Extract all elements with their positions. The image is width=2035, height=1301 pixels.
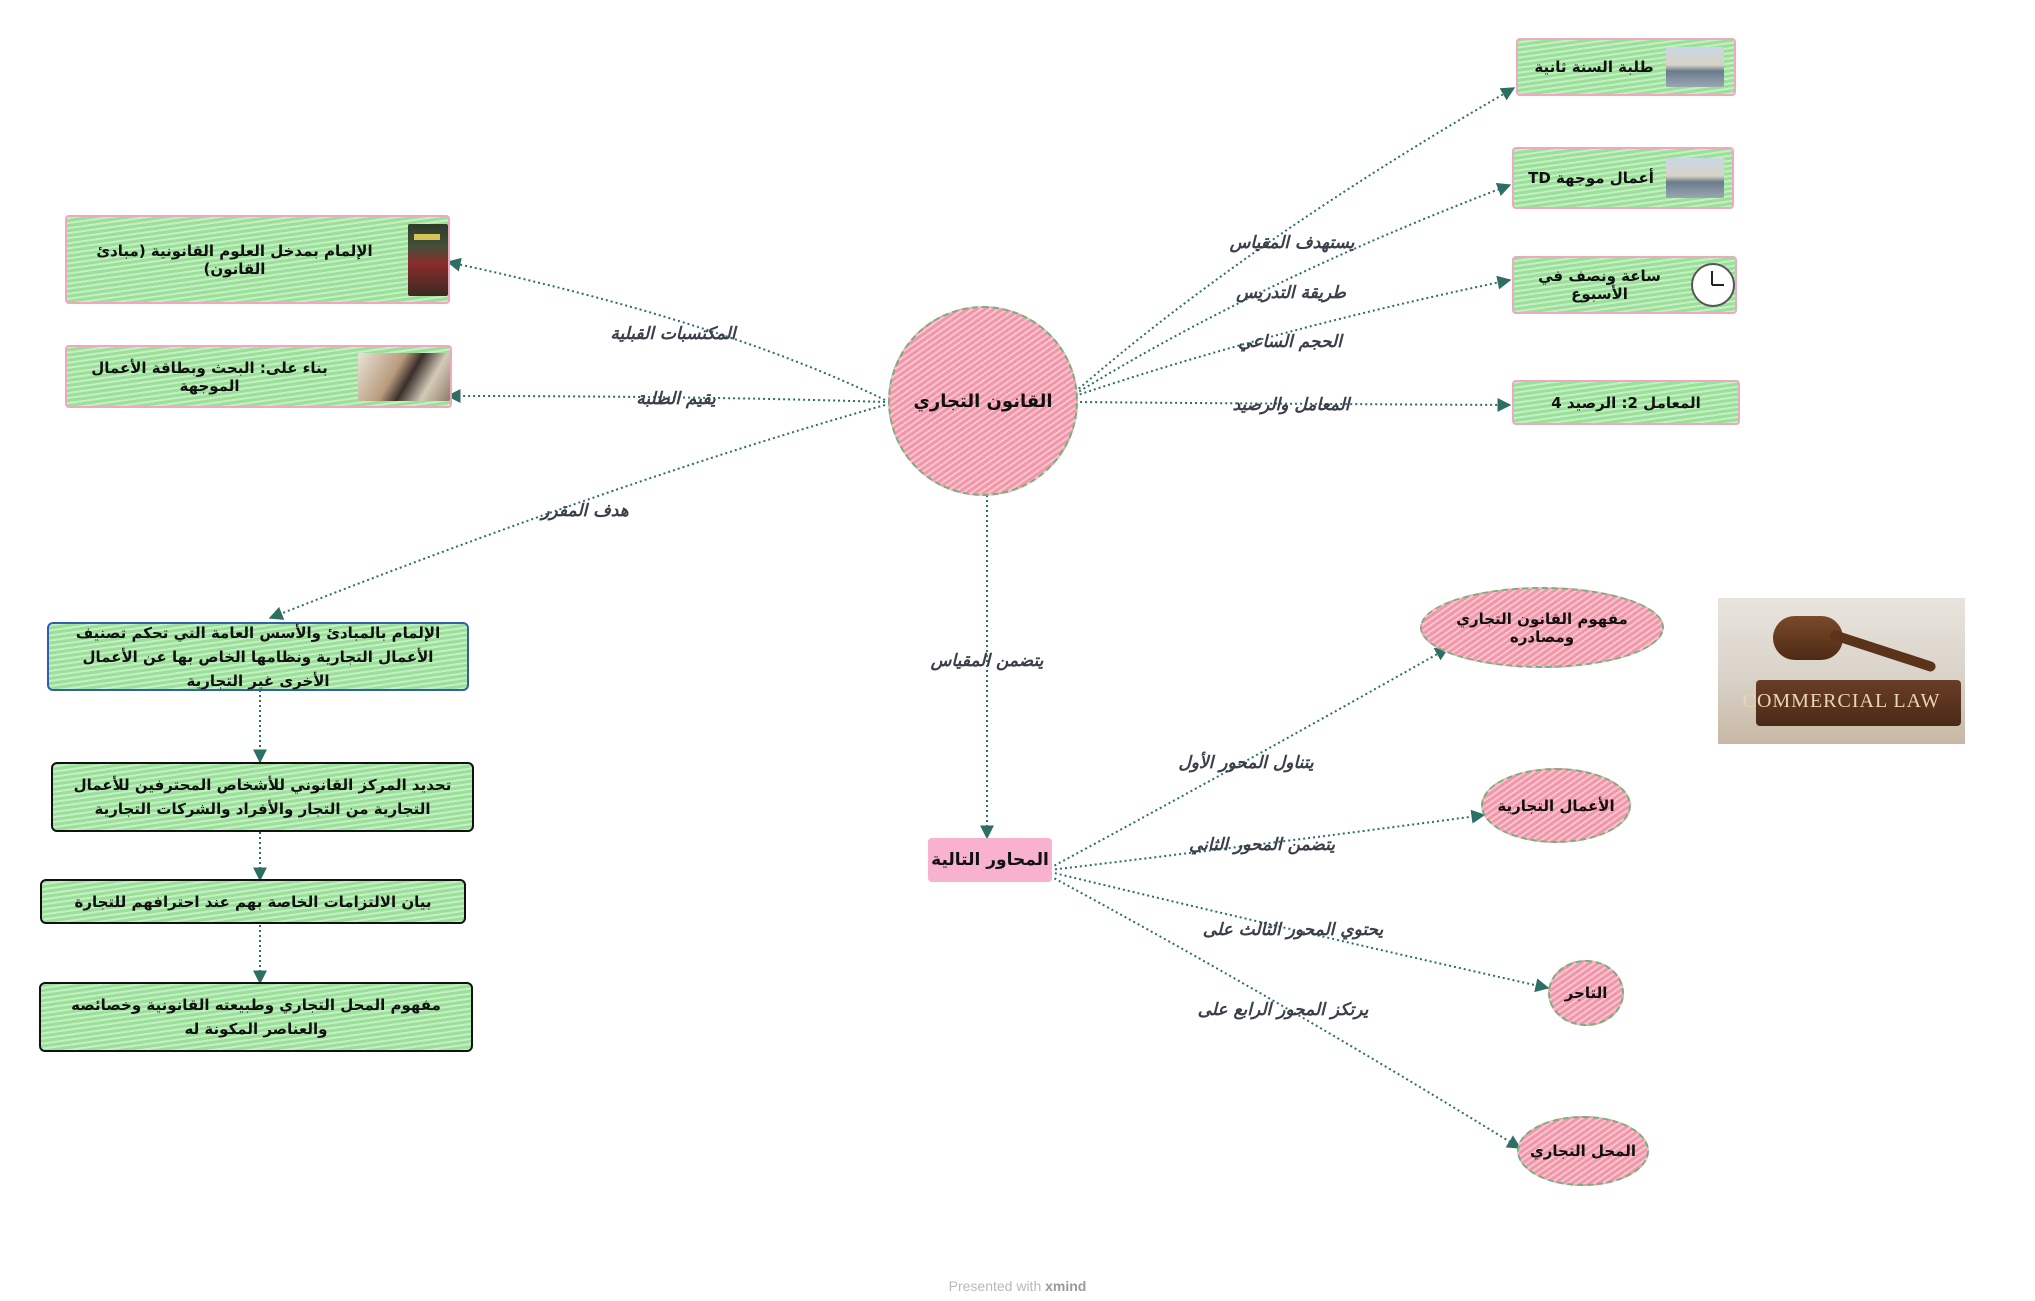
target-node-text: طلبة السنة ثانية [1534, 58, 1654, 76]
central-topic[interactable]: القانون التجاري [888, 306, 1078, 496]
hours-node[interactable]: ساعة ونصف في الأسبوع [1512, 256, 1737, 314]
link-label-axis4: يرتكز المحور الرابع على [1197, 1000, 1369, 1020]
link-label-axis2: يتضمن المحور الثاني [1188, 835, 1336, 855]
link-axis2 [1049, 809, 1486, 871]
student-photo-icon [358, 352, 450, 401]
axes-hub[interactable]: المحاور التالية [928, 838, 1052, 882]
method-node[interactable]: أعمال موجهة TD [1512, 147, 1734, 209]
link-label-goal: هدف المقرر [541, 501, 629, 521]
link-label-evaluation: يقيم الطلبة [636, 389, 716, 409]
clock-icon [1691, 263, 1735, 307]
presented-with-footer[interactable]: Presented with xmind [0, 1278, 2035, 1294]
goal-node-2-text: تحديد المركز القانوني للأشخاص المحترفين … [73, 776, 452, 818]
target-node[interactable]: طلبة السنة ثانية [1516, 38, 1736, 96]
hours-node-text: ساعة ونصف في الأسبوع [1538, 267, 1661, 303]
classroom-photo-icon [1665, 47, 1724, 87]
gavel-handle-shape [1829, 629, 1937, 673]
link-label-hours: الحجم الساعي [1238, 332, 1342, 352]
axis-node-2-text: الأعمال التجارية [1497, 796, 1615, 815]
link-prereq [446, 257, 886, 401]
axis-node-3[interactable]: التاجر [1548, 960, 1624, 1026]
goal-node-3[interactable]: بيان الالتزامات الخاصة بهم عند احترافهم … [40, 879, 466, 924]
prereq-node[interactable]: الإلمام بمدخل العلوم القانونية (مبادئ ال… [65, 215, 450, 304]
link-axis4 [1049, 875, 1522, 1149]
goal-node-4[interactable]: مفهوم المحل التجاري وطبيعته القانونية وخ… [39, 982, 473, 1052]
link-method [1074, 182, 1512, 395]
link-label-method: طريقة التدريس [1236, 283, 1346, 303]
law-book-shape [1756, 680, 1961, 726]
link-label-axis3: يحتوي المحور الثالث على [1202, 920, 1384, 940]
book-cover-icon [408, 223, 448, 296]
axis-node-3-text: التاجر [1564, 984, 1608, 1002]
axis-node-2[interactable]: الأعمال التجارية [1481, 768, 1631, 843]
link-label-contains: يتضمن المقياس [930, 651, 1044, 671]
link-label-prereq: المكتسبات القبلية [610, 324, 736, 344]
link-target [1074, 87, 1516, 393]
lecture-hall-photo-icon [1665, 158, 1724, 198]
axis-node-4[interactable]: المحل التجاري [1517, 1116, 1649, 1186]
link-goal [268, 404, 886, 620]
link-hours [1074, 275, 1512, 397]
xmind-brand: xmind [1045, 1278, 1087, 1294]
coef-node-text: المعامل 2: الرصيد 4 [1551, 393, 1701, 412]
goal-node-1-text: الإلمام بالمبادئ والأسس العامة التي تحكم… [75, 623, 441, 690]
link-label-coef: المعامل والرصيد [1232, 395, 1350, 415]
link-evaluation [446, 389, 886, 404]
link-label-target: يستهدف المقياس [1229, 233, 1355, 253]
link-coef [1074, 397, 1512, 412]
coef-node[interactable]: المعامل 2: الرصيد 4 [1512, 380, 1740, 425]
goal-node-4-text: مفهوم المحل التجاري وطبيعته القانونية وخ… [71, 996, 441, 1038]
axes-hub-label: المحاور التالية [931, 850, 1049, 870]
evaluation-node-text: بناء على: البحث وبطاقة الأعمال الموجهة [91, 358, 328, 395]
axis-node-4-text: المحل التجاري [1530, 1142, 1636, 1160]
goal-node-3-text: بيان الالتزامات الخاصة بهم عند احترافهم … [74, 892, 432, 911]
axis-node-1[interactable]: مفهوم القانون التجاري ومصادره [1420, 587, 1664, 668]
evaluation-node[interactable]: بناء على: البحث وبطاقة الأعمال الموجهة [65, 345, 452, 408]
footer-prefix: Presented with [948, 1278, 1042, 1294]
goal-node-1[interactable]: الإلمام بالمبادئ والأسس العامة التي تحكم… [47, 622, 469, 691]
goal-node-2[interactable]: تحديد المركز القانوني للأشخاص المحترفين … [51, 762, 474, 832]
axis-node-1-text: مفهوم القانون التجاري ومصادره [1456, 609, 1628, 646]
link-axis3 [1049, 871, 1550, 993]
central-topic-label: القانون التجاري [913, 390, 1053, 412]
method-node-text: أعمال موجهة TD [1528, 169, 1654, 187]
gavel-image: COMMERCIAL LAW [1718, 598, 1965, 744]
link-label-axis1: يتناول المحور الأول [1178, 753, 1314, 773]
prereq-node-text: الإلمام بمدخل العلوم القانونية (مبادئ ال… [96, 241, 373, 278]
law-book-text: COMMERCIAL LAW [1742, 690, 1941, 712]
